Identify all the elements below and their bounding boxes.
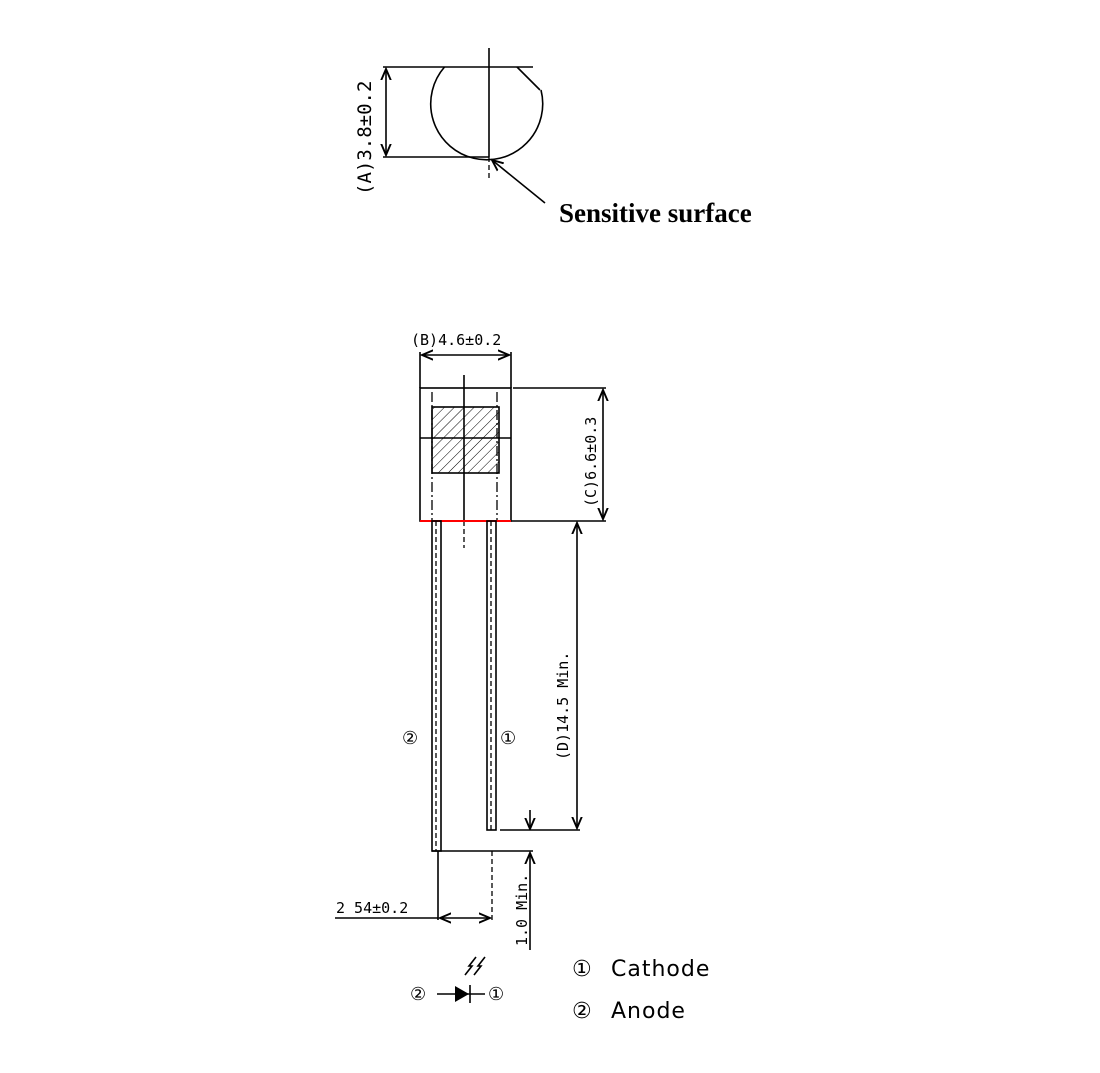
sensitive-leader (492, 160, 546, 204)
side-view: (B)4.6±0.2 (C)6.6±0.3 ② ① (D)14.5 Min. 1… (335, 331, 606, 950)
pin-2-marker: ② (402, 728, 418, 749)
lens-outline (429, 66, 544, 161)
diode-triangle (455, 986, 469, 1002)
legend-anode-num: ② (572, 999, 593, 1024)
pitch-label: 2 54±0.2 (336, 899, 408, 917)
dim-a-label: (A)3.8±0.2 (354, 81, 376, 195)
legend-cathode-num: ① (572, 957, 593, 982)
dim-b-label: (B)4.6±0.2 (411, 331, 501, 349)
dim-d-label: (D)14.5 Min. (554, 652, 572, 760)
light-arrows-icon (464, 956, 486, 976)
legend-cathode-label: Cathode (611, 957, 710, 982)
legend-anode-label: Anode (611, 999, 686, 1024)
diode-symbol: ② ① (410, 956, 504, 1005)
symbol-cathode-pin: ① (488, 984, 504, 1005)
dim-c-label: (C)6.6±0.3 (582, 417, 600, 507)
pin-1-marker: ① (500, 728, 516, 749)
sensitive-surface-label: Sensitive surface (559, 198, 752, 228)
lead-gap-label: 1.0 Min. (513, 874, 531, 946)
symbol-anode-pin: ② (410, 984, 426, 1005)
top-view: (A)3.8±0.2 Sensitive surface (354, 48, 752, 228)
lens-flat (516, 66, 541, 91)
pin-legend: ① Cathode ② Anode (572, 957, 710, 1024)
sensitive-area (431, 406, 500, 474)
